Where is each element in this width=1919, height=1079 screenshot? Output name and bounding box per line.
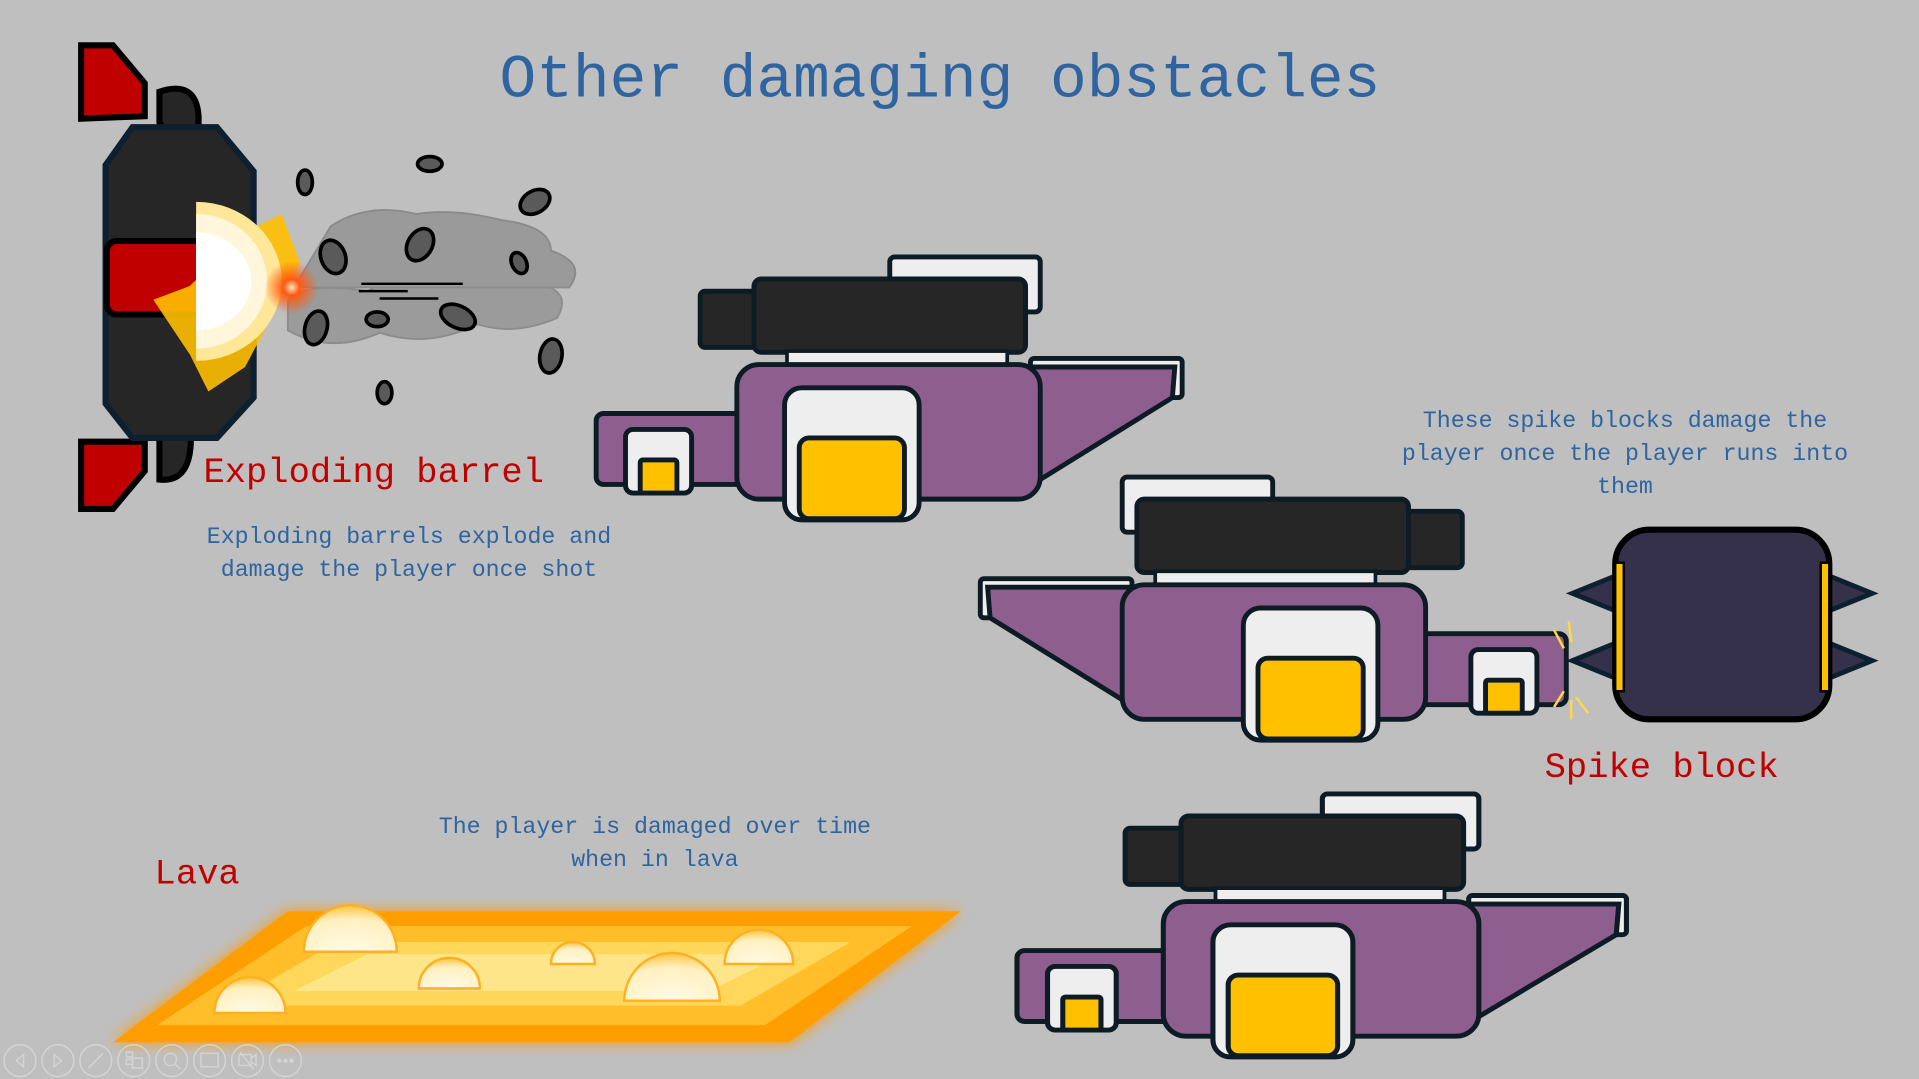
lava-label: Lava — [155, 853, 240, 894]
enemy-turret-2 — [980, 477, 1566, 740]
lava-description-line1: The player is damaged over time — [439, 814, 871, 840]
lava-description-line2: when in lava — [571, 847, 738, 873]
lava-pool-illustration — [112, 904, 961, 1043]
next-icon — [53, 1052, 63, 1069]
see-all-slides-button[interactable] — [117, 1044, 151, 1078]
enemy-turret-1 — [596, 257, 1182, 520]
page-title: Other damaging obstacles — [500, 47, 1381, 116]
pen-button[interactable] — [79, 1044, 113, 1078]
more-icon — [277, 1058, 294, 1063]
pen-icon — [87, 1052, 104, 1069]
subtitles-icon — [200, 1052, 219, 1068]
exploding-barrel-label: Exploding barrel — [203, 452, 544, 493]
subtitles-button[interactable] — [192, 1044, 227, 1078]
camera-off-icon — [238, 1051, 257, 1070]
exploding-barrel-description-line2: damage the player once shot — [221, 557, 597, 583]
exploding-barrel-illustration — [78, 42, 577, 512]
zoom-icon — [163, 1052, 181, 1070]
spike-block-label: Spike block — [1545, 747, 1779, 788]
camera-button[interactable] — [230, 1044, 265, 1078]
exploding-barrel-description-line1: Exploding barrels explode and — [207, 524, 611, 550]
slides-grid-icon — [125, 1051, 144, 1069]
spike-block-description-line3: them — [1597, 474, 1653, 500]
spike-block-description-line2: player once the player runs into — [1402, 441, 1848, 467]
previous-slide-button[interactable] — [3, 1044, 37, 1078]
spike-block-illustration — [1552, 526, 1879, 723]
next-slide-button[interactable] — [41, 1044, 75, 1078]
zoom-button[interactable] — [155, 1044, 189, 1078]
enemy-turret-3 — [1017, 794, 1626, 1057]
spike-block-description-line1: These spike blocks damage the — [1423, 408, 1827, 434]
previous-icon — [15, 1052, 25, 1069]
more-options-button[interactable] — [268, 1044, 303, 1078]
